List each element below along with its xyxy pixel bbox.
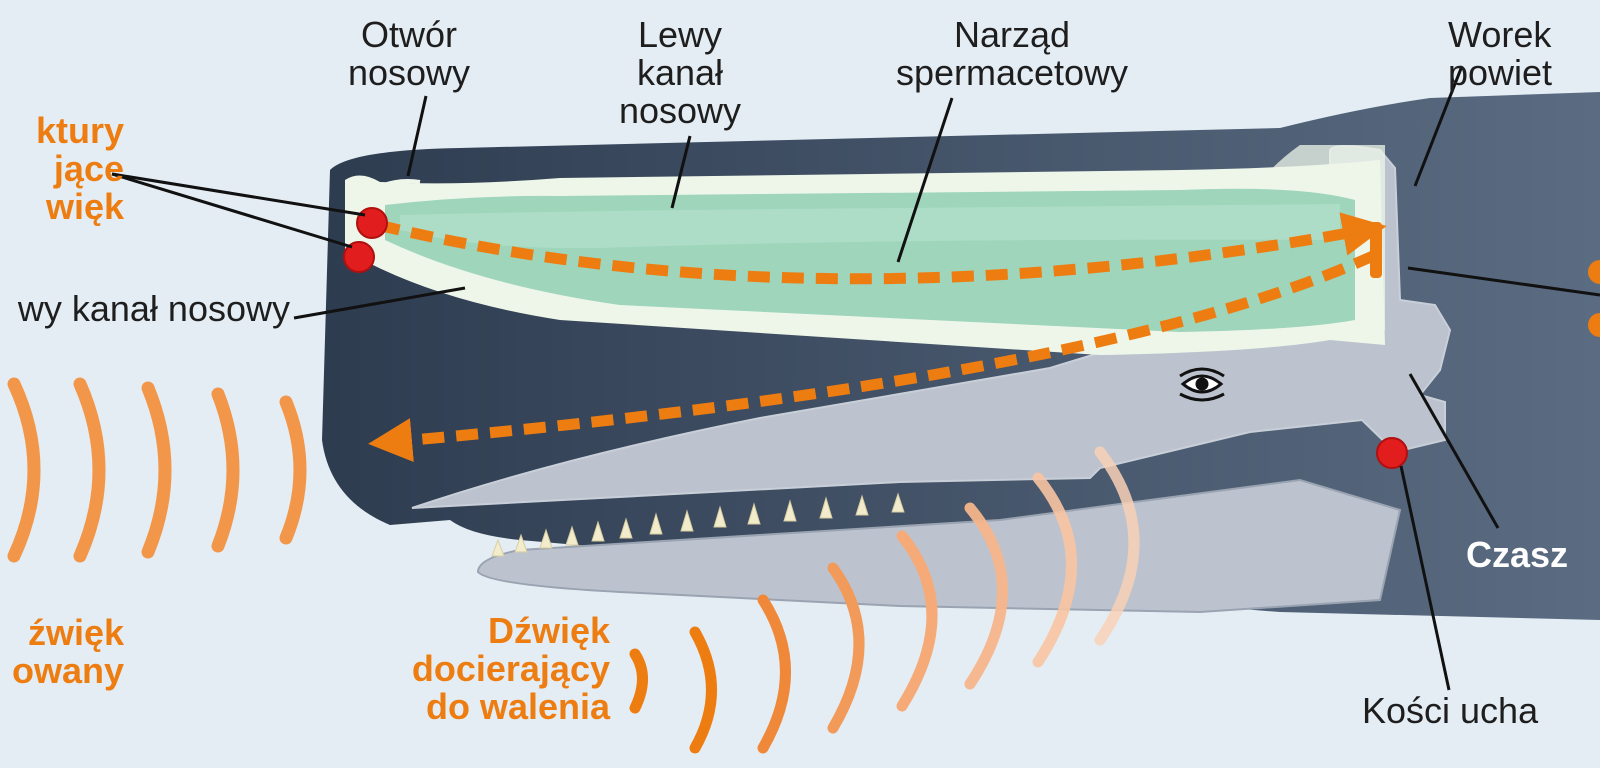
leader-lines: [111, 65, 1600, 691]
spermaceti-organ-label: Narząd spermacetowy: [895, 14, 1129, 93]
emitted-sound-label: źwięk owany: [11, 612, 124, 691]
incoming-sound-label: Dźwięk docierający do walenia: [411, 610, 610, 727]
emitted-sound-waves: [7, 377, 307, 563]
right-nasal-canal-label: wy kanał nosowy: [17, 288, 290, 329]
ear-bones-label: Kości ucha: [1362, 690, 1539, 731]
phonic-lips-lower: [343, 241, 375, 273]
eye-icon: [1179, 367, 1225, 402]
sound-structures-label: ktury jące więk: [35, 110, 124, 227]
lower-jaw: [476, 478, 1402, 614]
teeth: [491, 492, 905, 557]
left-nasal-canal-label: Lewy kanał nosowy: [618, 14, 742, 131]
ear-bones-dot: [1376, 437, 1408, 469]
phonic-lips-upper: [356, 207, 388, 239]
edge-dot-lower: [1588, 313, 1600, 337]
nostril: [371, 179, 421, 192]
frontal-sac-reflector: [1370, 222, 1382, 278]
sound-path-forward: [376, 212, 1387, 285]
skull-label: Czasz: [1466, 534, 1569, 575]
nostril-label: Otwór nosowy: [347, 14, 471, 93]
incoming-sound-waves: [629, 446, 1140, 754]
edge-dot-upper: [1588, 260, 1600, 284]
air-sac-label: Worek powiet: [1448, 14, 1553, 93]
spermaceti-highlight: [400, 204, 1340, 249]
